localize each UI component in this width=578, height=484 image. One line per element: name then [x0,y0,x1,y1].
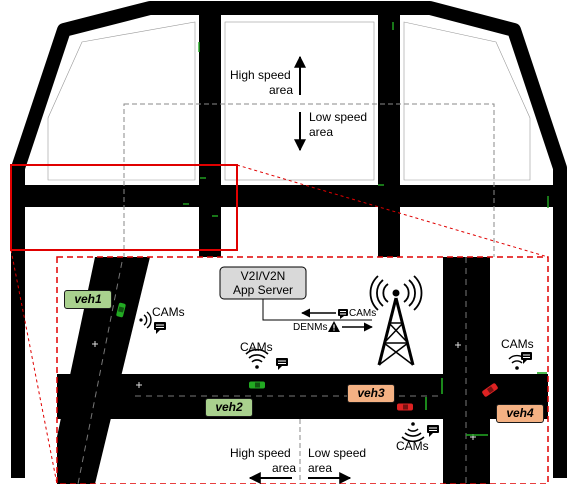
bottom-low-speed-label: Low speed [308,446,367,460]
bottom-low-speed-area-label: area [308,461,333,475]
inner-block-tl [47,21,196,181]
warning-icon [328,321,340,332]
inner-block-tr [403,21,531,181]
car-veh1 [116,302,126,318]
veh4-label: veh4 [496,404,544,423]
zoom-curved-road [57,257,150,484]
zoom-traffic-lights [425,372,547,436]
cams-label-veh4: CAMs [501,337,534,351]
projection-line-right [236,164,549,258]
cams-label-veh2: CAMs [240,340,273,354]
cams-label-server: CAMs [349,308,377,319]
denms-label: DENMs [293,322,328,333]
broadcast-icon-veh2 [245,348,269,369]
overview-map [11,1,567,478]
broadcast-icon-veh3 [401,422,425,443]
top-high-speed-label: High speed [230,68,291,82]
cams-label-veh1: CAMs [152,305,185,319]
outer-ring-road [11,1,567,478]
traffic-lights [183,22,549,217]
projection-line-left [10,249,58,484]
veh2-label: veh2 [205,398,253,417]
top-high-speed-area-label: area [269,83,294,97]
server-label-line1: V2I/V2N [240,269,286,283]
top-low-speed-area-label: area [309,125,334,139]
zoom-inset [56,256,549,484]
highlight-box [10,164,238,251]
server-connector-line [262,299,372,321]
car-veh2 [249,381,265,389]
broadcast-icon-veh1 [139,311,152,329]
top-low-speed-label: Low speed [309,110,368,124]
inner-block-tc [224,21,375,181]
bottom-high-speed-label: High speed [230,446,291,460]
car-veh3 [397,403,413,411]
car-veh4 [482,383,498,397]
cams-label-veh3: CAMs [396,439,429,453]
server-label-line2: App Server [232,283,294,297]
low-speed-zone-boundary [123,103,495,260]
bottom-high-speed-area-label: area [272,461,297,475]
veh1-label: veh1 [64,290,112,309]
zoom-border [56,256,549,484]
junction-marks [92,341,476,440]
cell-tower-icon [369,275,423,366]
veh3-label: veh3 [347,384,395,403]
